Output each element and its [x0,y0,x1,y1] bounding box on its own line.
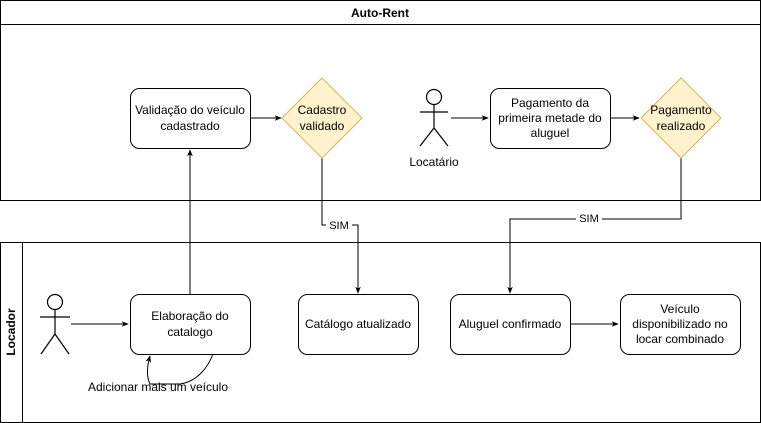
edge-label-loop: Adicionar mais um veículo [88,380,228,394]
node-catalogo-label: Catálogo atualizado [305,317,411,331]
node-pagamento[interactable]: Pagamento da primeira metade do aluguel [490,88,611,149]
node-pagamento-line2: primeira metade do [498,111,602,125]
node-veiculo-line1: Veículo [660,302,700,316]
node-aluguel-label: Aluguel confirmado [459,317,562,331]
actor-locatario: Locatário [409,88,459,169]
edge-label-sim-left: SIM [329,220,349,232]
node-catalogo[interactable]: Catálogo atualizado [298,294,419,355]
node-elaboracao[interactable]: Elaboração do catalogo [130,294,251,355]
node-validacao[interactable]: Validação do veículo cadastrado [130,88,251,149]
decision-pagamento-realizado[interactable]: Pagamento realizado [640,77,722,159]
lane-title: Locador [4,308,18,356]
node-pagamento-line3: aluguel [531,126,570,140]
node-pagamento-line1: Pagamento da [511,96,589,110]
actor-locatario-label: Locatário [409,155,459,169]
decision-pagamento-line1: Pagamento [650,103,712,117]
auto-rent-pool: Auto-Rent [0,0,761,201]
edge-labels: SIM SIM Adicionar mais um veículo [88,212,602,394]
node-veiculo[interactable]: Veículo disponibilizado no locar combina… [620,294,741,355]
pool-title: Auto-Rent [351,6,409,20]
node-validacao-line1: Validação do veículo [135,103,245,117]
person-icon [40,293,70,355]
node-elaboracao-line2: catalogo [167,325,213,339]
node-veiculo-line2: disponibilizado no [632,317,728,331]
decision-cadastro-validado[interactable]: Cadastro validado [281,77,363,159]
decision-cadastro-line2: validado [300,119,345,133]
edge-label-sim-right: SIM [579,213,599,225]
node-aluguel[interactable]: Aluguel confirmado [450,294,571,355]
decision-cadastro-line1: Cadastro [298,103,347,117]
decision-pagamento-line2: realizado [657,119,706,133]
node-elaboracao-line1: Elaboração do [151,309,229,323]
node-veiculo-line3: locar combinado [636,332,724,346]
node-validacao-line2: cadastrado [160,119,220,133]
edge-self-loop [145,353,214,385]
person-icon [419,88,449,147]
